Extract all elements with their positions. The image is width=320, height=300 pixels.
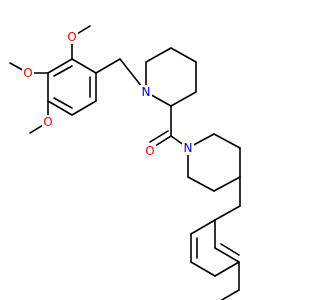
bond [214, 205, 241, 221]
bond [220, 243, 240, 256]
bonds [9, 25, 241, 300]
bond [170, 91, 197, 107]
bond [214, 247, 240, 263]
atom-label-methoxy-oxygen-2: O [22, 66, 34, 80]
atom-label-methoxy-oxygen-3: O [42, 115, 54, 129]
atom-label-piperidine-nitrogen-b: N [182, 141, 194, 155]
atom-labels: O N N O O O [22, 30, 194, 158]
bond [190, 219, 216, 235]
atom-symbol: O [67, 30, 76, 44]
bond [214, 261, 240, 277]
bond [190, 261, 216, 277]
molecule-structure-diagram: O N N O O O [9, 25, 241, 300]
atom-label-methoxy-oxygen-1: O [66, 30, 78, 44]
atom-symbol: N [184, 141, 193, 155]
bond [53, 97, 73, 109]
bond [47, 58, 73, 74]
bond [53, 65, 73, 77]
bond [95, 58, 121, 74]
atom-symbol: O [145, 144, 154, 158]
bond [170, 47, 197, 63]
bond [213, 133, 241, 149]
bond [149, 130, 169, 143]
bond [220, 289, 240, 300]
bond [213, 176, 241, 192]
atom-symbol: N [142, 85, 151, 99]
atom-symbol: O [23, 66, 32, 80]
atom-label-piperidine-nitrogen-a: N [140, 85, 152, 99]
atom-label-carbonyl-oxygen: O [144, 144, 156, 158]
atom-symbol: O [43, 115, 52, 129]
bond [47, 100, 73, 116]
bond [71, 100, 97, 116]
bond [71, 58, 97, 74]
bond [145, 47, 172, 63]
bond [187, 176, 215, 192]
